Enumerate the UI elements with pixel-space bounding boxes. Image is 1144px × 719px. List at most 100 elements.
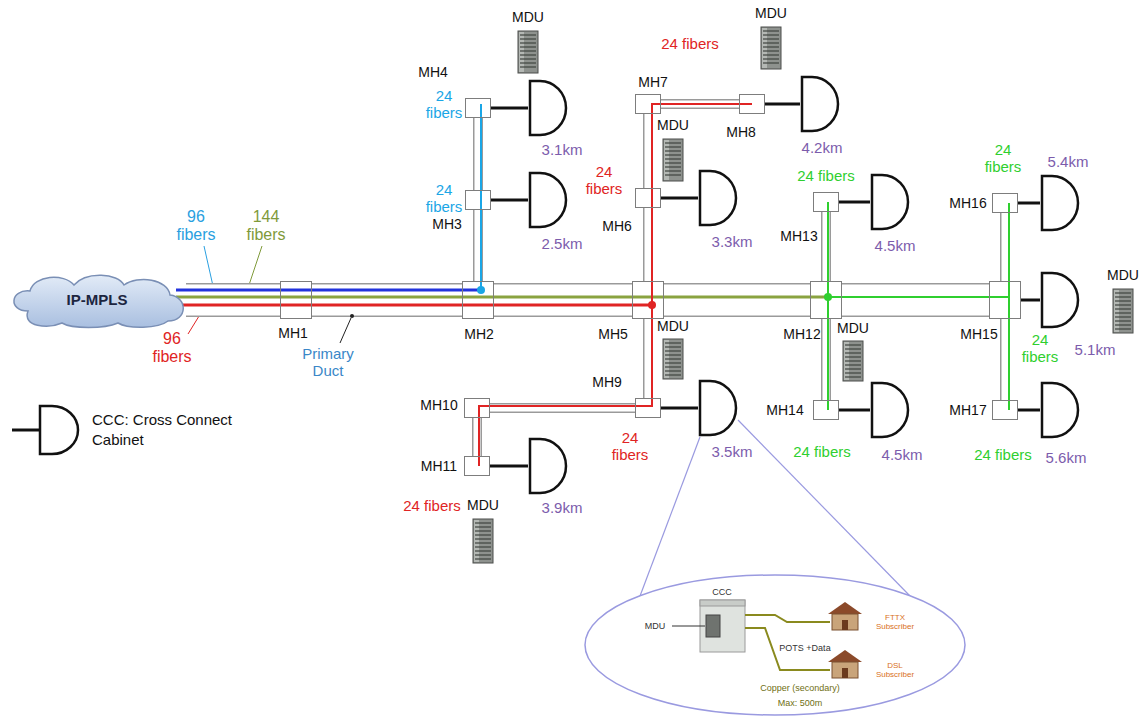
manhole: MH13 [813, 192, 839, 212]
duct-inner [1002, 319, 1009, 400]
duct-inner [842, 285, 989, 316]
cross-connect-cabinet: 5.4km [1040, 174, 1080, 232]
manhole-label: MH4 [418, 65, 448, 80]
cabinet-link [839, 410, 870, 411]
duct-inner [645, 208, 652, 281]
legend-symbol [10, 404, 82, 456]
fiber-label: 24 fibers [981, 141, 1025, 176]
manhole: MH9 [635, 398, 661, 418]
manhole: MH1 [280, 281, 312, 319]
fiber-route [480, 104, 482, 290]
inset-label: POTS +Data [779, 643, 830, 653]
fiber-label: 96 fibers [173, 208, 219, 245]
mdu-label: MDU [657, 118, 689, 133]
duct-outline [312, 283, 462, 317]
primary-duct [842, 300, 989, 301]
fiber-label: 24 fibers [793, 443, 851, 460]
mdu-icon [472, 518, 494, 564]
cross-connect-cabinet: 4.5km [870, 381, 910, 439]
manhole: MH17 [992, 400, 1018, 420]
duct-outline [842, 283, 989, 317]
manhole: MH2 [462, 281, 494, 319]
mdu-unit: MDU [662, 138, 684, 182]
house-illustration [828, 650, 862, 678]
cross-connect-cabinet: 4.5km [870, 173, 910, 231]
link-line [661, 407, 698, 410]
manhole-label: MH10 [420, 398, 457, 413]
cross-connect-cabinet: 4.2km [800, 75, 840, 133]
manhole-label: MH3 [432, 217, 462, 232]
manhole-label: MH2 [464, 327, 494, 342]
manhole-label: MH11 [421, 459, 457, 474]
inset-ellipse [585, 575, 965, 715]
fiber-label: 24 fibers [1018, 331, 1062, 366]
cabinet-symbol [528, 437, 568, 495]
cabinet-link [491, 108, 528, 109]
legend-text: CCC: Cross Connect Cabinet [92, 410, 242, 451]
legend-item: CCC: Cross Connect Cabinet [10, 404, 242, 456]
primary-duct [312, 300, 462, 301]
duct-inner [645, 319, 652, 398]
branch-duct [826, 319, 827, 400]
cabinet-symbol [528, 171, 568, 229]
distance-label: 4.5km [875, 238, 916, 255]
cabinet-symbol [698, 379, 738, 437]
manhole-label: MH12 [783, 327, 820, 342]
manhole-label: MH16 [949, 196, 986, 211]
mdu-label: MDU [1107, 268, 1139, 283]
leader-dot [350, 314, 354, 318]
manhole-label: MH17 [949, 403, 986, 418]
cabinet-symbol [870, 173, 910, 231]
link-line [1018, 409, 1040, 412]
manhole: MH3 [465, 190, 491, 210]
manhole-label: MH9 [592, 375, 622, 390]
inset-label: DSL Subscriber [869, 661, 921, 679]
fiber-label: 24 fibers [582, 163, 626, 198]
cabinet-symbol [800, 75, 840, 133]
distance-label: 5.1km [1075, 342, 1116, 359]
link-line [839, 409, 870, 412]
primary-duct [494, 300, 632, 301]
cross-connect-cabinet: 2.5km [528, 171, 568, 229]
mdu-label: MDU [837, 321, 869, 336]
fiber-label: 24 fibers [403, 497, 461, 514]
cross-connect-cabinet: 3.9km [528, 437, 568, 495]
cabinet-link [490, 466, 528, 467]
fiber-label: 24 fibers [797, 167, 855, 184]
splice-dot [824, 293, 832, 301]
cabinet-illustration [672, 600, 745, 652]
cabinet-symbol [1040, 271, 1080, 329]
duct-outline [664, 283, 810, 317]
leader-line [340, 318, 351, 343]
copper-line [745, 628, 830, 670]
cross-connect-cabinet: 5.6km [1040, 381, 1080, 439]
mdu-unit: MDU [472, 518, 494, 564]
cabinet-link [1021, 300, 1040, 301]
duct-outline [821, 212, 831, 281]
fiber-label: 24 fibers [608, 429, 652, 464]
cabinet-link [1018, 203, 1040, 204]
cabinet-link [765, 104, 800, 105]
manhole: MH15 [989, 281, 1021, 319]
splice-dot [477, 286, 485, 294]
mdu-label: MDU [512, 10, 544, 25]
distance-label: 5.4km [1048, 154, 1089, 171]
duct-inner [664, 285, 810, 316]
fiber-label: 96 fibers [149, 330, 195, 367]
branch-duct [1005, 319, 1006, 400]
splice-dot [648, 301, 656, 309]
cabinet-symbol [528, 79, 568, 137]
copper-line [745, 615, 830, 622]
fiber-route [479, 104, 752, 466]
cabinet-link [491, 200, 528, 201]
link-line [490, 465, 528, 468]
cabinet-symbol [870, 381, 910, 439]
mdu-unit: MDU [662, 338, 684, 380]
manhole: MH6 [635, 188, 661, 208]
fiber-route [176, 296, 828, 299]
manhole-label: MH6 [602, 219, 632, 234]
inset-label: Max: 500m [778, 698, 823, 708]
